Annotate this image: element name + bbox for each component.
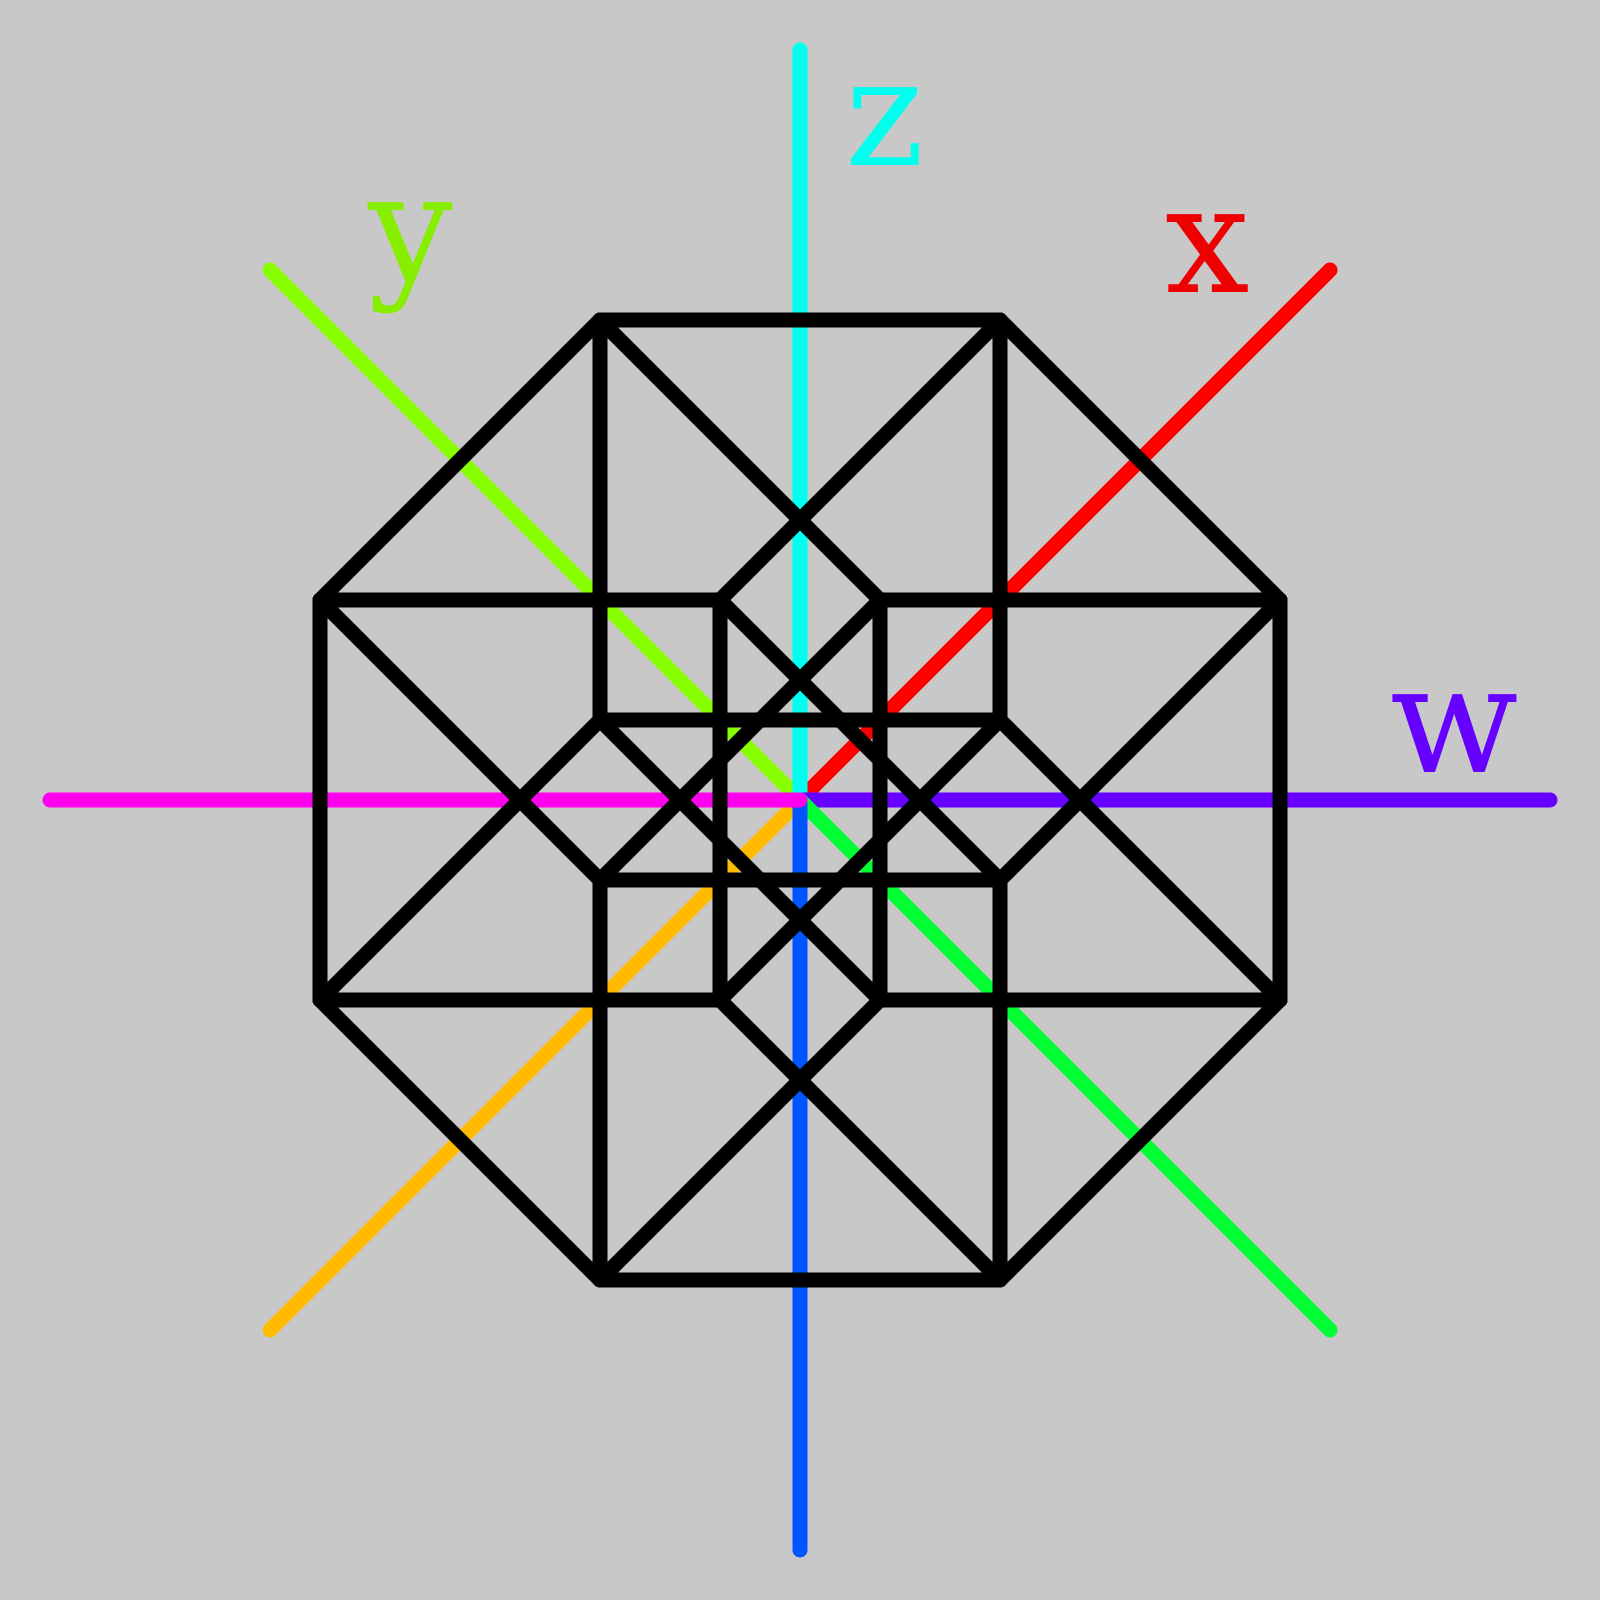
tesseract-edge-30 (992, 312, 1288, 608)
tesseract-edge-0 (592, 992, 888, 1288)
tesseract-edge-13 (312, 592, 608, 888)
axis-labels: x y z w (367, 27, 1518, 808)
tesseract-edge-29 (712, 592, 1008, 888)
tesseract-edge-21 (712, 992, 1008, 1288)
axis-label-x: x (1165, 154, 1250, 328)
axis-y-positive (262, 262, 808, 808)
axes-layer (42, 42, 1558, 1558)
axis-label-z: z (845, 27, 924, 201)
axis-x-positive (792, 262, 1338, 808)
tesseract-edge-28 (992, 592, 1288, 888)
axis-y-negative (792, 792, 1338, 1338)
tesseract-edge-17 (312, 312, 608, 608)
tesseract-edge-7 (312, 712, 608, 1008)
tesseract-edge-1 (312, 992, 608, 1288)
tesseract-edge-31 (712, 312, 1008, 608)
tesseract-edge-23 (992, 712, 1288, 1008)
tesseract-edge-15 (592, 312, 888, 608)
tesseract-edge-20 (992, 992, 1288, 1288)
tesseract-edge-25 (712, 712, 1008, 1008)
tesseract-edges (312, 312, 1288, 1288)
axis-label-y: y (367, 142, 453, 316)
axis-label-w: w (1390, 634, 1518, 808)
tesseract-edge-12 (592, 592, 888, 888)
tesseract-edge-4 (592, 712, 888, 1008)
axis-x-negative (262, 792, 808, 1338)
